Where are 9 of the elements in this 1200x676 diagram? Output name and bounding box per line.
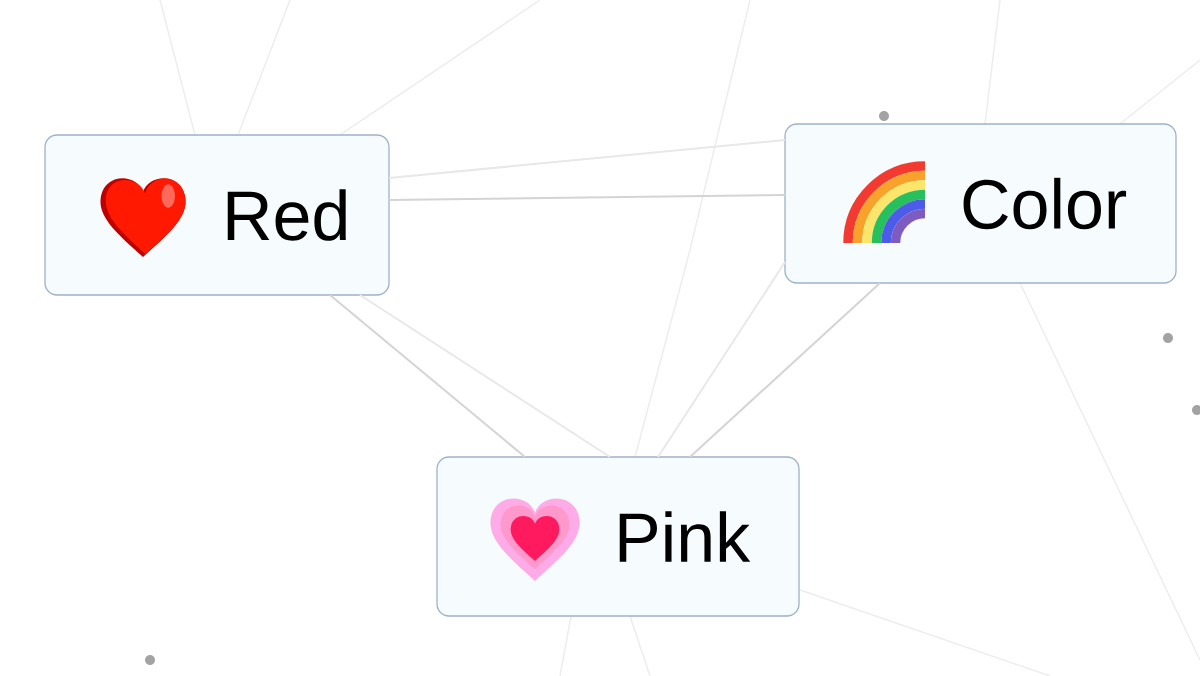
item-card: Red [44,134,390,296]
connector-line [657,261,786,458]
connector-line [689,282,881,458]
connector-line [359,294,611,458]
connector-line [329,294,526,458]
item-card: Color [784,123,1177,284]
item-card: Pink [436,456,800,617]
connector-line [388,194,786,201]
connector-line [388,139,786,179]
